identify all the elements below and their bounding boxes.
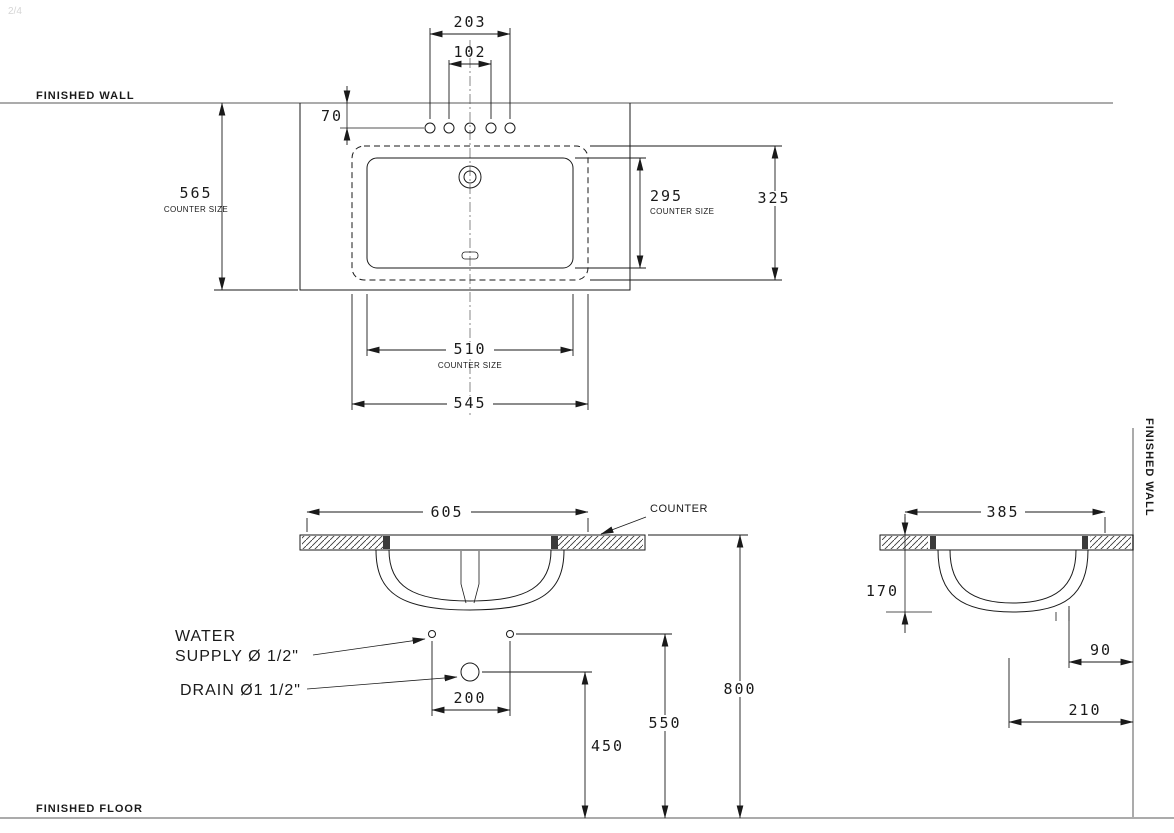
dim-550-label: 550 xyxy=(648,714,681,732)
bowl-inner-profile xyxy=(949,549,1077,604)
counter-front xyxy=(299,534,646,551)
drain-point xyxy=(460,662,480,682)
finished-wall-right-label: FINISHED WALL xyxy=(1143,418,1155,517)
bowl-outer-profile xyxy=(375,549,565,611)
label-mask xyxy=(423,504,471,519)
label-mask xyxy=(716,681,764,697)
counter-outline-plan xyxy=(299,103,631,291)
label-mask xyxy=(447,396,493,411)
cutout-edge-left xyxy=(930,536,936,549)
faucet-hole xyxy=(464,122,476,134)
dim-545: 545 xyxy=(351,294,589,412)
dim-170: 170 xyxy=(866,514,932,633)
sink-rim-hidden-outline xyxy=(351,145,589,281)
water-supply-point-right xyxy=(506,630,514,638)
dim-510-label: 510 xyxy=(453,340,486,358)
counter-slab xyxy=(299,534,646,551)
dim-90: 90 xyxy=(1068,606,1134,668)
side-view: 385 170 90 210 xyxy=(866,503,1134,728)
dim-102-label: 102 xyxy=(453,43,486,61)
label-mask xyxy=(751,191,798,206)
water-supply-callout: WATER SUPPLY Ø 1/2" xyxy=(175,628,426,665)
counter-hatch-left xyxy=(302,536,386,549)
dim-102: 102 xyxy=(448,43,492,119)
dim-70: 70 xyxy=(321,86,424,145)
dim-545-label: 545 xyxy=(453,394,486,412)
water-supply-label-line1: WATER xyxy=(175,628,236,645)
dim-565-sublabel: COUNTER SIZE xyxy=(164,205,228,214)
dim-210-label: 210 xyxy=(1068,701,1101,719)
dim-90-label: 90 xyxy=(1090,641,1112,659)
dim-800-label: 800 xyxy=(723,680,756,698)
faucet-hole xyxy=(504,122,516,134)
reference-lines: FINISHED WALL FINISHED FLOOR FINISHED WA… xyxy=(0,6,1174,819)
dim-550: 550 xyxy=(516,633,689,819)
dim-325: 325 xyxy=(590,145,798,281)
leader-line xyxy=(312,637,426,656)
finished-floor-label: FINISHED FLOOR xyxy=(36,803,143,815)
sink-side xyxy=(937,549,1089,621)
dim-450-label: 450 xyxy=(591,737,624,755)
label-mask xyxy=(981,504,1025,519)
drain-tailpiece xyxy=(460,551,480,604)
dim-385: 385 xyxy=(904,503,1106,533)
dim-295: 295 COUNTER SIZE xyxy=(575,157,714,269)
dim-605: 605 xyxy=(306,503,589,532)
dim-203: 203 xyxy=(429,13,511,119)
counter-hatch-right xyxy=(1090,536,1131,549)
faucet-hole xyxy=(485,122,497,134)
dim-450: 450 xyxy=(482,671,624,819)
drain-stub xyxy=(1055,610,1070,621)
front-view: COUNTER WATER SUPPLY Ø 1/2" DRAIN Ø1 1/2… xyxy=(175,503,764,819)
faucet-hole xyxy=(424,122,436,134)
dim-70-label: 70 xyxy=(321,107,343,125)
dim-325-label: 325 xyxy=(757,189,790,207)
dim-170-label: 170 xyxy=(866,582,899,600)
dim-200-label: 200 xyxy=(453,689,486,707)
faucet-holes xyxy=(424,122,516,134)
dim-800: 800 xyxy=(648,534,764,819)
dim-605-label: 605 xyxy=(430,503,463,521)
dim-565: 565 COUNTER SIZE xyxy=(164,102,298,291)
dim-510: 510 COUNTER SIZE xyxy=(366,294,574,370)
rough-in-points xyxy=(428,630,514,682)
leader-line xyxy=(600,516,647,535)
dim-203-label: 203 xyxy=(453,13,486,31)
dim-385-label: 385 xyxy=(986,503,1019,521)
dim-210: 210 xyxy=(1008,658,1134,728)
cutout-edge-right xyxy=(1082,536,1088,549)
sink-front xyxy=(375,549,565,611)
counter-label: COUNTER xyxy=(650,503,708,515)
drain-mark-plan xyxy=(461,251,479,260)
label-mask xyxy=(641,715,689,731)
dim-295-label: 295 xyxy=(650,187,683,205)
counter-side xyxy=(879,534,1134,551)
bowl-outer-profile xyxy=(937,549,1089,613)
plan-view: 203 102 70 565 COUNTER SIZE 295 COUN xyxy=(164,13,798,418)
finished-wall-top-label: FINISHED WALL xyxy=(36,90,135,102)
leader-line xyxy=(306,674,458,690)
dim-200: 200 xyxy=(431,641,511,716)
counter-callout: COUNTER xyxy=(600,503,708,535)
dim-565-label: 565 xyxy=(179,184,212,202)
cutout-edge-left xyxy=(383,536,390,549)
water-supply-point-left xyxy=(428,630,436,638)
dim-295-sublabel: COUNTER SIZE xyxy=(650,207,714,216)
cutout-edge-right xyxy=(551,536,558,549)
label-mask xyxy=(446,342,494,357)
water-supply-label-line2: SUPPLY Ø 1/2" xyxy=(175,648,299,665)
overflow-hole-inner xyxy=(463,170,477,184)
dim-510-sublabel: COUNTER SIZE xyxy=(438,361,502,370)
page-marker: 2/4 xyxy=(8,6,22,17)
bowl-inner-profile xyxy=(388,549,552,602)
drain-callout: DRAIN Ø1 1/2" xyxy=(180,674,458,699)
overflow-hole-outer xyxy=(458,165,482,189)
drain-label: DRAIN Ø1 1/2" xyxy=(180,682,301,699)
counter-slab xyxy=(879,534,1134,551)
sink-bowl-outline xyxy=(366,157,574,269)
faucet-hole xyxy=(443,122,455,134)
counter-hatch-right xyxy=(558,536,643,549)
